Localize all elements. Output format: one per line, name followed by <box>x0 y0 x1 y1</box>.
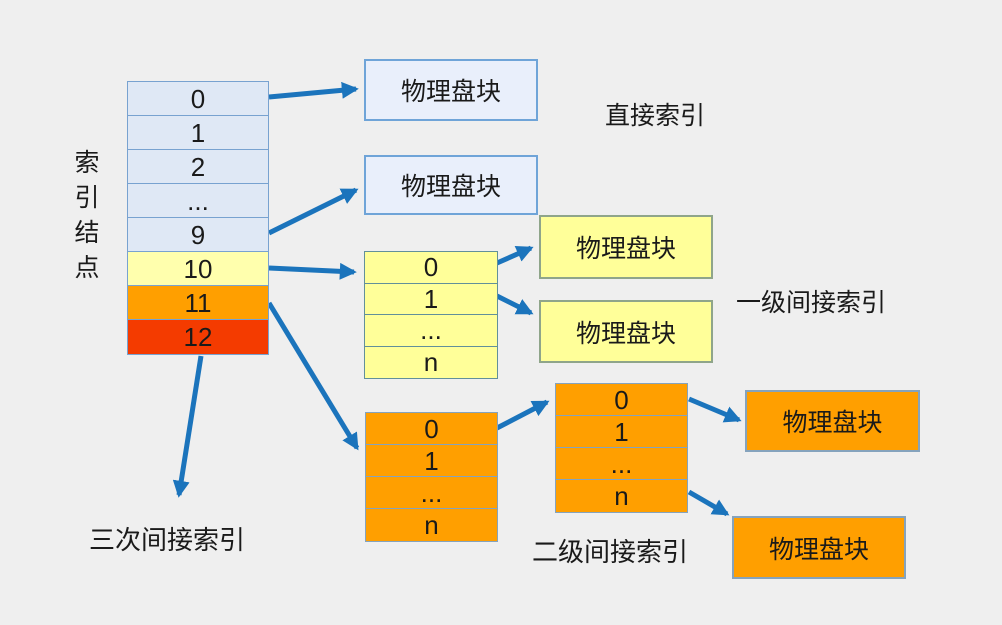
double-indirect-table-level1: 0 1 ... n <box>365 412 498 542</box>
double-l1-row-1: 1 <box>366 445 497 477</box>
physical-block-direct-1: 物理盘块 <box>364 59 538 121</box>
inode-row-2: 2 <box>128 150 268 184</box>
physical-block-double-2: 物理盘块 <box>732 516 906 579</box>
inode-row-1: 1 <box>128 116 268 150</box>
double-l2-row-n: n <box>556 480 687 512</box>
double-indirect-table-level2: 0 1 ... n <box>555 383 688 513</box>
arrow-row11-to-double-table <box>266 301 360 451</box>
physical-block-single-2: 物理盘块 <box>539 300 713 363</box>
double-l2-row-1: 1 <box>556 416 687 448</box>
double-indirect-label: 二级间接索引 <box>532 537 689 567</box>
direct-index-label: 直接索引 <box>605 102 706 130</box>
single-row-1: 1 <box>365 283 497 315</box>
inode-label: 索引结点 <box>74 149 100 282</box>
double-l2-row-0: 0 <box>556 384 687 416</box>
inode-row-9: 9 <box>128 218 268 252</box>
double-l1-row-0: 0 <box>366 413 497 445</box>
arrow-row10-to-single-table <box>268 262 357 280</box>
arrow-row9-to-block <box>267 187 359 236</box>
double-l1-row-ellipsis: ... <box>366 477 497 509</box>
double-l1-row-n: n <box>366 509 497 541</box>
inode-table: 0 1 2 ... 9 10 11 12 <box>127 81 269 355</box>
inode-row-12: 12 <box>128 320 268 354</box>
single-indirect-table: 0 1 ... n <box>364 251 498 379</box>
single-row-n: n <box>365 346 497 378</box>
inode-row-11: 11 <box>128 286 268 320</box>
arrow-double0-to-block <box>688 396 742 423</box>
physical-block-double-1: 物理盘块 <box>745 390 920 452</box>
physical-block-direct-2: 物理盘块 <box>364 155 538 215</box>
arrow-doublen-to-block <box>687 489 730 517</box>
arrow-single1-to-block <box>495 293 534 316</box>
double-l2-row-ellipsis: ... <box>556 448 687 480</box>
physical-block-single-1: 物理盘块 <box>539 215 713 279</box>
arrow-row12-to-triple-label <box>172 355 204 498</box>
inode-row-ellipsis: ... <box>128 184 268 218</box>
arrow-single0-to-block <box>495 245 534 266</box>
single-row-ellipsis: ... <box>365 315 497 347</box>
inode-row-0: 0 <box>128 82 268 116</box>
arrow-row0-to-block <box>268 81 359 100</box>
triple-indirect-label: 三次间接索引 <box>89 525 246 555</box>
single-row-0: 0 <box>365 252 497 284</box>
single-indirect-label: 一级间接索引 <box>736 289 887 317</box>
arrow-double-l1-to-l2 <box>495 399 550 431</box>
inode-row-10: 10 <box>128 252 268 286</box>
